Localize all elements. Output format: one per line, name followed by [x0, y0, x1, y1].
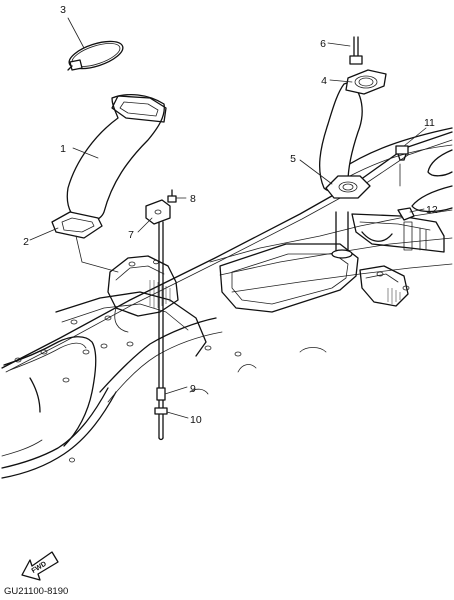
part-4-elbow-duct [319, 69, 387, 193]
part-2-gasket [51, 211, 103, 239]
leader-lines [29, 17, 427, 419]
callout-labels: 1 2 3 4 5 6 7 8 9 10 11 12 [23, 4, 438, 426]
part-6-bolt [349, 36, 363, 65]
center-rod-assembly [158, 221, 164, 441]
callout-9: 9 [190, 383, 196, 395]
callout-10: 10 [190, 414, 202, 426]
callout-11: 11 [424, 117, 435, 129]
part-11-cap [395, 145, 409, 161]
callout-2: 2 [23, 236, 29, 248]
part-5-flange [325, 175, 371, 199]
callout-7: 7 [128, 229, 134, 241]
fwd-arrow: FWD [21, 551, 59, 581]
callout-3: 3 [60, 4, 66, 16]
callout-4: 4 [321, 75, 327, 87]
callout-1: 1 [60, 143, 66, 155]
part-3-hose-clamp [67, 40, 124, 71]
callout-5: 5 [290, 153, 296, 165]
part-9-pin [156, 387, 166, 401]
deck-holes [14, 315, 242, 463]
drawing-code: GU21100-8190 [4, 586, 68, 597]
part-1-air-duct [66, 93, 167, 223]
callout-6: 6 [320, 38, 326, 50]
callout-8: 8 [190, 193, 196, 205]
hull-deck [1, 127, 453, 479]
part-10-clip [154, 407, 168, 415]
part-8-screw [167, 189, 177, 203]
callout-12: 12 [426, 204, 438, 216]
part-12-clip [397, 207, 415, 221]
